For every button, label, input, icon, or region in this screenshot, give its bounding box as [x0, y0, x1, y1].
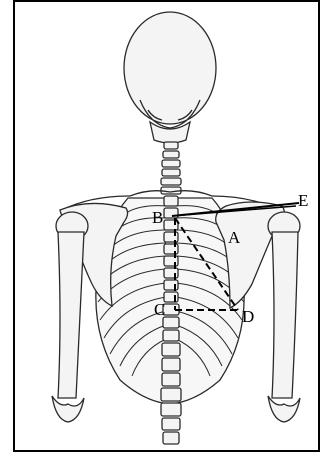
label-E: E	[298, 191, 308, 210]
cervical-spine	[161, 142, 181, 194]
label-D: D	[242, 307, 254, 326]
label-C: C	[154, 300, 165, 319]
label-B: B	[152, 208, 163, 227]
left-humerus	[52, 212, 88, 422]
spine	[161, 196, 181, 444]
skeleton-drawing	[52, 12, 300, 444]
label-A: A	[228, 228, 241, 247]
skull	[124, 12, 216, 143]
right-humerus	[268, 212, 300, 422]
